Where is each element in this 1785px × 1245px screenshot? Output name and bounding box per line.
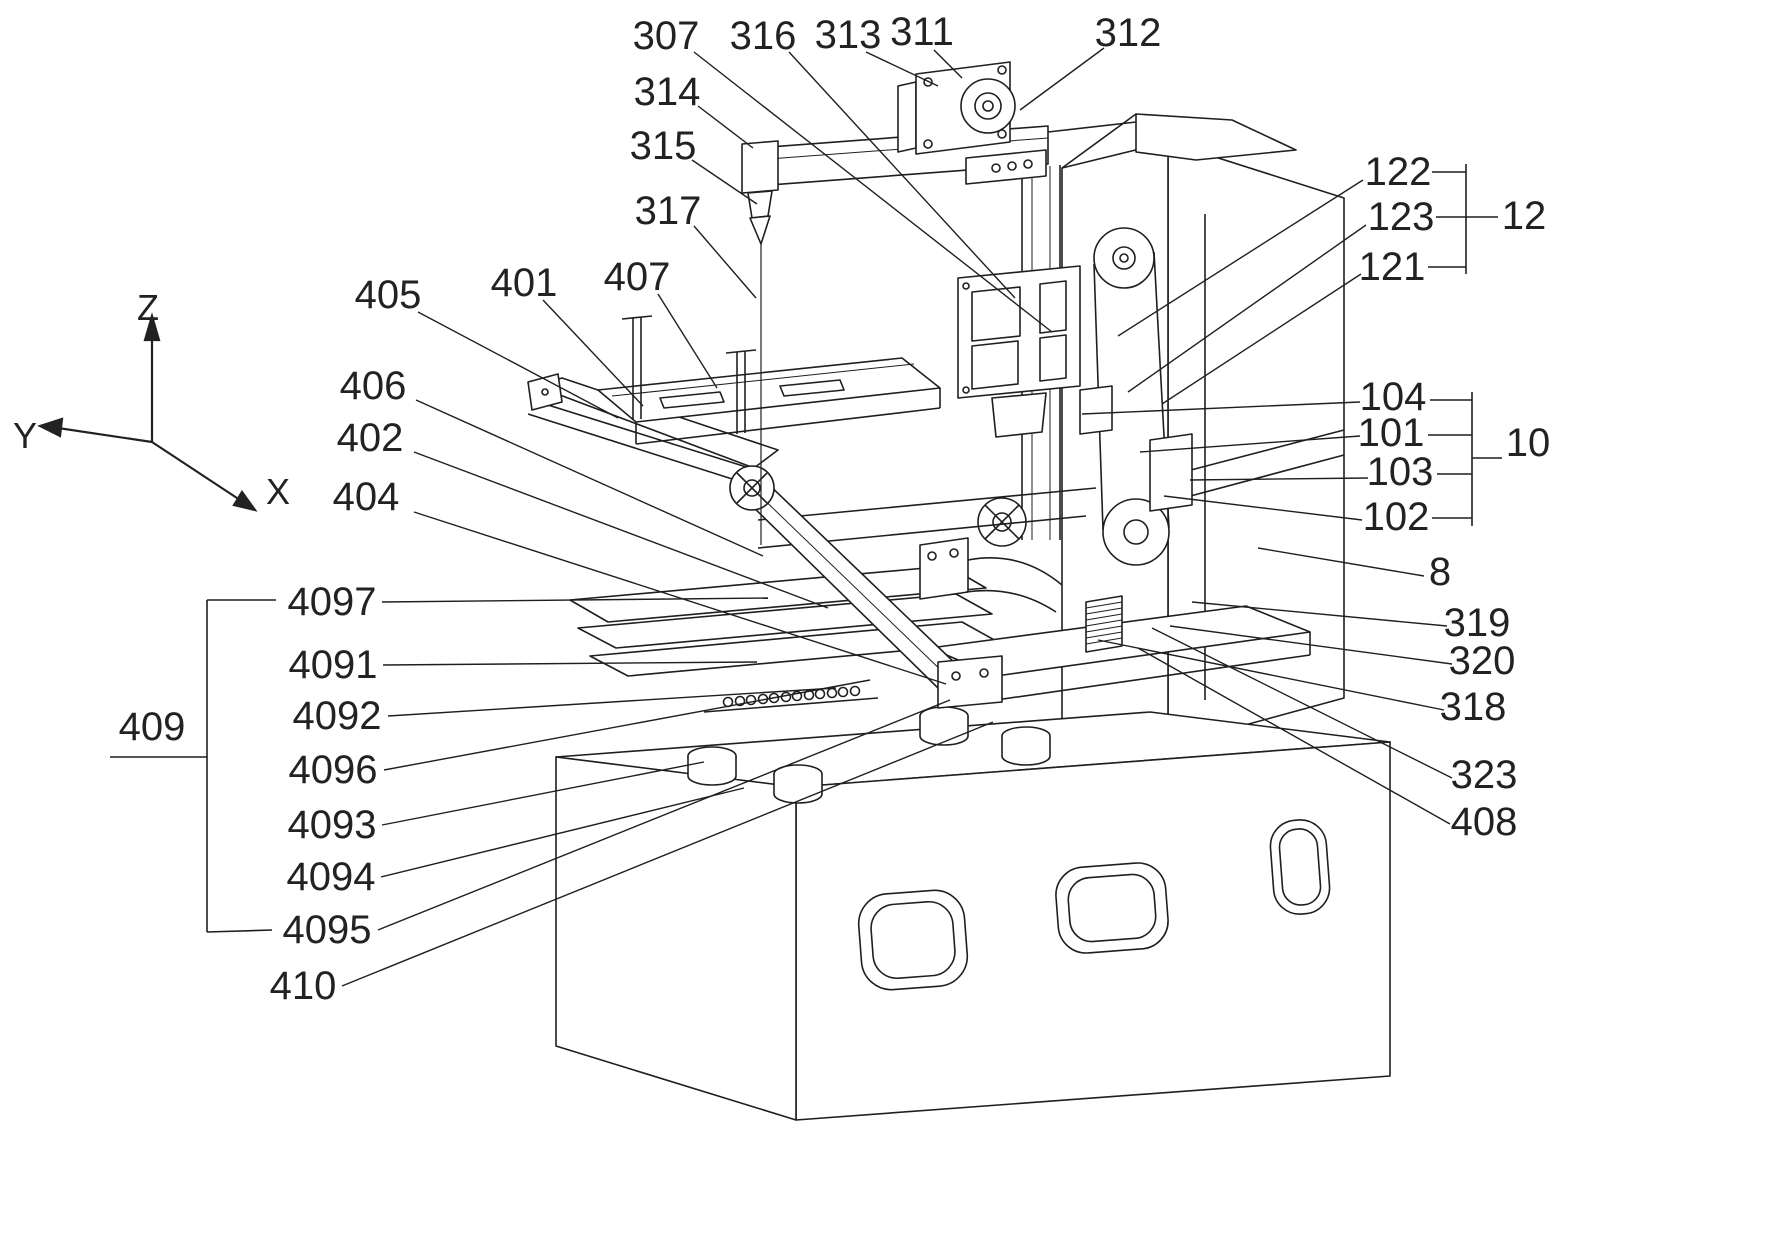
bracket-409 [110, 599, 276, 933]
clamp-platform [597, 315, 941, 445]
leader-320 [1169, 625, 1453, 665]
ref-label-4095: 4095 [282, 908, 372, 952]
ref-label-316: 316 [729, 14, 797, 58]
ref-label-123: 123 [1367, 195, 1435, 239]
leader-407 [657, 293, 718, 389]
ref-label-405: 405 [354, 273, 422, 317]
leader-317 [693, 225, 757, 299]
ref-label-317: 317 [634, 189, 702, 233]
leader-408 [1137, 647, 1451, 825]
ref-label-8: 8 [1428, 550, 1452, 594]
ref-label-314: 314 [633, 70, 701, 114]
ref-label-307: 307 [632, 14, 700, 58]
leader-319 [1191, 601, 1448, 627]
leader-311 [933, 49, 963, 79]
y-axis-label: Y [12, 415, 38, 456]
leader-4092 [387, 687, 837, 717]
rail-and-swing-arm [527, 373, 1003, 709]
leader-122 [1117, 179, 1364, 337]
x-axis-label: X [265, 471, 291, 512]
ref-label-311: 311 [890, 10, 954, 54]
ref-label-4094: 4094 [286, 855, 376, 899]
middle-slide-unit [957, 265, 1081, 438]
ref-label-410: 410 [269, 964, 337, 1008]
leader-315 [691, 159, 758, 205]
reference-brackets [110, 164, 1502, 933]
ref-label-4091: 4091 [288, 643, 378, 687]
ref-label-102: 102 [1362, 495, 1430, 539]
leader-103 [1189, 477, 1369, 481]
ref-label-401: 401 [490, 261, 558, 305]
leader-121 [1161, 273, 1362, 405]
leader-8 [1257, 547, 1425, 577]
ref-label-406: 406 [339, 364, 407, 408]
z-axis-label: Z [137, 287, 159, 328]
carriage-flange [757, 487, 1097, 613]
leader-123 [1127, 224, 1367, 393]
leader-307 [693, 51, 1053, 333]
leader-313 [865, 51, 939, 87]
leader-101 [1139, 435, 1361, 453]
ref-label-121: 121 [1358, 245, 1426, 289]
leader-4091 [382, 661, 758, 666]
leader-102 [1163, 495, 1363, 521]
ref-label-12: 12 [1501, 194, 1547, 238]
leader-314 [697, 105, 754, 149]
ref-label-4092: 4092 [292, 694, 382, 738]
ref-label-4097: 4097 [287, 580, 377, 624]
ref-label-409: 409 [118, 705, 186, 749]
leader-401 [542, 299, 644, 407]
leader-318 [1097, 639, 1445, 711]
leader-405 [417, 311, 619, 419]
ref-label-4093: 4093 [287, 803, 377, 847]
leader-410 [341, 721, 994, 987]
axis-triad-icon [37, 312, 258, 512]
mid-work-table [929, 595, 1311, 701]
ref-label-404: 404 [332, 475, 400, 519]
ref-label-320: 320 [1448, 639, 1516, 683]
leader-402 [413, 451, 829, 609]
ref-label-407: 407 [603, 255, 671, 299]
leader-4094 [380, 787, 745, 878]
column-frame [1061, 113, 1345, 773]
top-arm-assembly [741, 61, 1137, 545]
leader-104 [1081, 401, 1361, 415]
ref-label-103: 103 [1366, 450, 1434, 494]
leader-4096 [383, 679, 871, 771]
machine-line-art [527, 61, 1391, 1121]
leader-404 [413, 511, 947, 685]
ref-label-323: 323 [1450, 753, 1518, 797]
ref-label-104: 104 [1359, 375, 1427, 419]
ref-label-402: 402 [336, 416, 404, 460]
ref-label-315: 315 [629, 124, 697, 168]
bracket-12 [1428, 164, 1498, 274]
leader-4095 [377, 699, 951, 931]
leader-323 [1151, 627, 1453, 779]
bracket-10 [1428, 392, 1502, 526]
leader-406 [415, 399, 764, 557]
leader-lines [341, 47, 1453, 987]
leader-312 [1019, 47, 1105, 111]
leader-4097 [381, 597, 769, 603]
leader-4093 [381, 761, 705, 826]
ref-label-101: 101 [1357, 411, 1425, 455]
ref-label-4096: 4096 [288, 748, 378, 792]
leader-316 [788, 51, 1016, 299]
base-block [555, 711, 1391, 1121]
ref-label-312: 312 [1094, 11, 1162, 55]
ref-label-318: 318 [1439, 685, 1507, 729]
ref-label-408: 408 [1450, 800, 1518, 844]
ref-label-319: 319 [1443, 601, 1511, 645]
ref-label-313: 313 [814, 13, 882, 57]
ref-label-10: 10 [1505, 421, 1551, 465]
ref-label-122: 122 [1364, 150, 1432, 194]
